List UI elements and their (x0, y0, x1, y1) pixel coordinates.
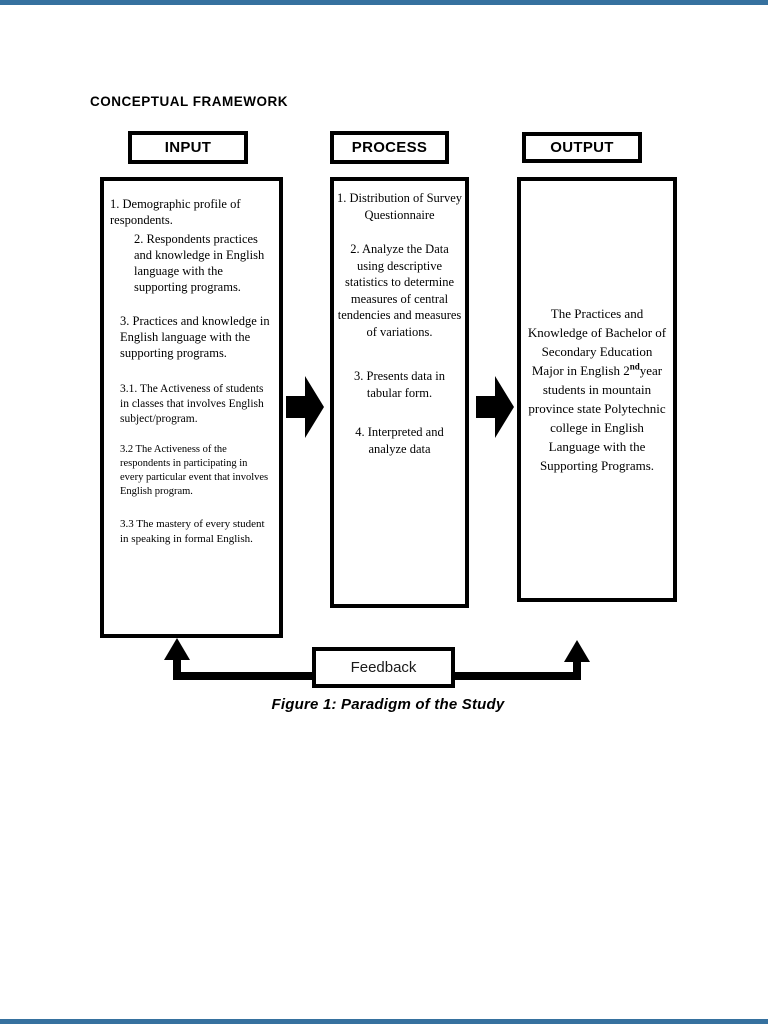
process-item: 1. Distribution of Survey Questionnaire (337, 191, 462, 222)
input-item: 3.1. The Activeness of students in class… (120, 383, 264, 425)
input-item: 3.2 The Activeness of the respondents in… (120, 444, 269, 497)
column-header-output-label: OUTPUT (550, 139, 614, 156)
block-arrow-right-icon (476, 370, 514, 444)
process-item: 4. Interpreted and analyze data (355, 425, 444, 456)
feedback-box: Feedback (312, 647, 455, 688)
column-header-output: OUTPUT (522, 132, 642, 163)
column-header-input: INPUT (128, 131, 248, 164)
feedback-line-right (453, 672, 581, 680)
page-title: CONCEPTUAL FRAMEWORK (90, 94, 288, 109)
feedback-arrow-up-icon (164, 638, 190, 660)
feedback-arrow-shaft-right (573, 658, 581, 680)
feedback-arrow-up-icon (564, 640, 590, 662)
input-item: 1. Demographic profile of respondents. (110, 197, 241, 227)
output-text-superscript: nd (629, 361, 640, 372)
output-box: The Practices and Knowledge of Bachelor … (517, 177, 677, 602)
column-header-process-label: PROCESS (351, 139, 428, 156)
feedback-line-left (173, 672, 314, 680)
figure-caption: Figure 1: Paradigm of the Study (271, 696, 505, 713)
input-item: 3. Practices and knowledge in English la… (120, 314, 270, 360)
input-item: 2. Respondents practices and knowledge i… (134, 232, 265, 294)
block-arrow-right-icon (286, 370, 324, 444)
column-header-process: PROCESS (330, 131, 449, 164)
process-box: 1. Distribution of Survey Questionnaire … (330, 177, 469, 608)
top-edge-bar (0, 0, 768, 5)
output-text-end: year students in mountain province state… (528, 363, 666, 473)
bottom-edge-bar (0, 1019, 768, 1024)
input-box: 1. Demographic profile of respondents. 2… (100, 177, 283, 638)
output-text-start: The Practices and Knowledge of Bachelor … (527, 306, 667, 378)
process-item: 3. Presents data in tabular form. (354, 369, 445, 400)
feedback-label: Feedback (350, 659, 417, 676)
input-item: 3.3 The mastery of every student in spea… (120, 518, 265, 545)
output-text: The Practices and Knowledge of Bachelor … (526, 304, 668, 475)
column-header-input-label: INPUT (164, 139, 212, 156)
process-item: 2. Analyze the Data using descriptive st… (337, 242, 462, 339)
feedback-arrow-shaft-left (173, 656, 181, 680)
